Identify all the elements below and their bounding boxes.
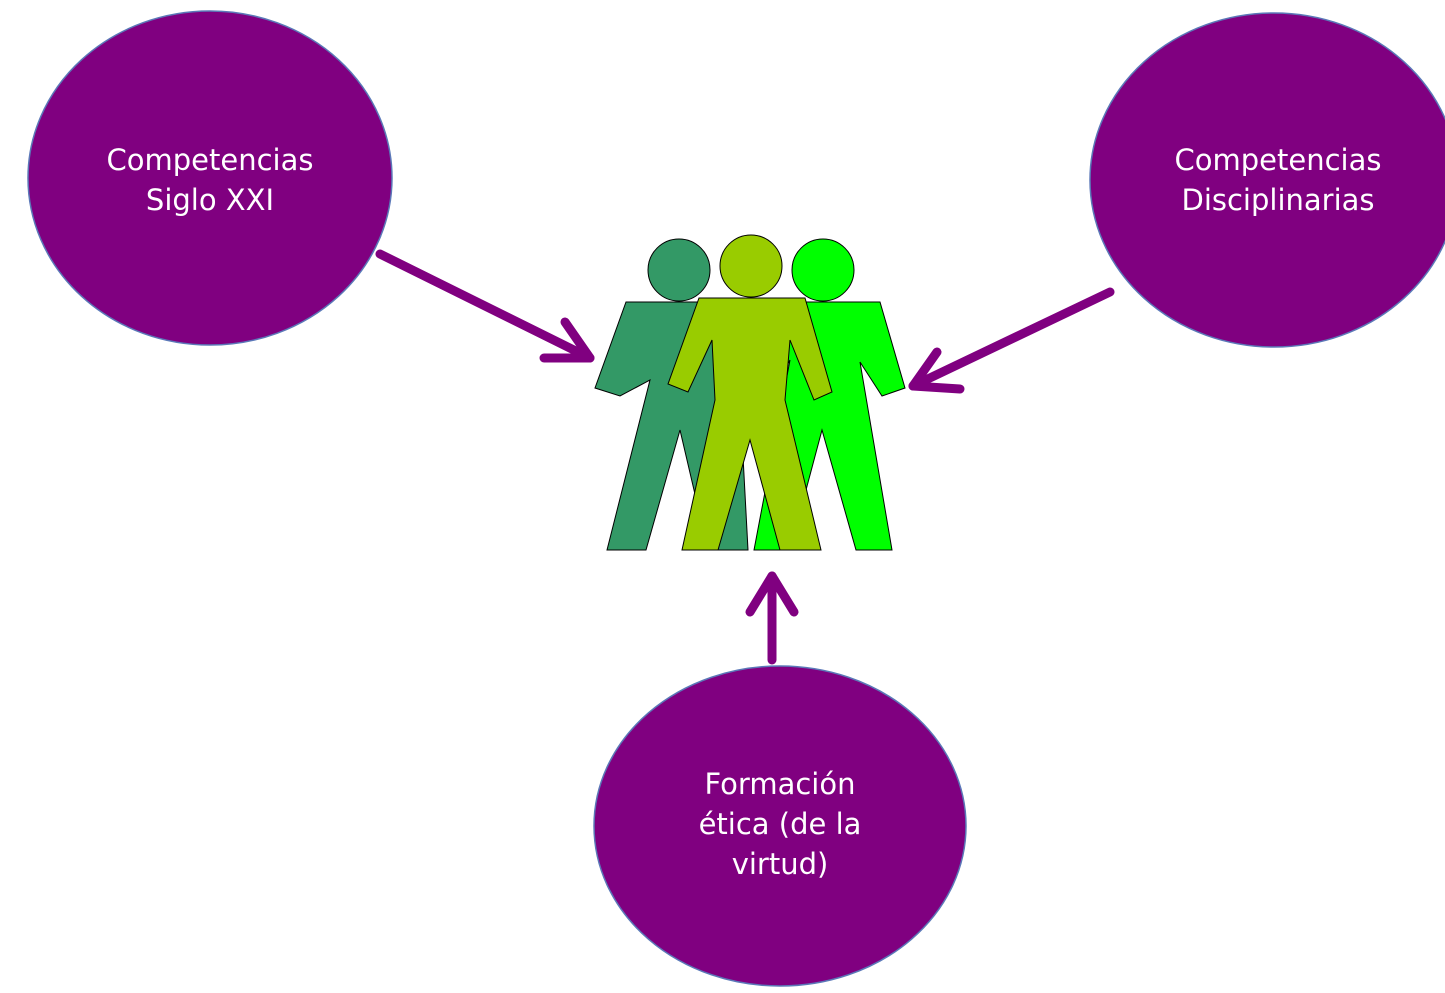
- node-circle-right: [1089, 12, 1445, 348]
- node-label-bottom-line3: virtud): [731, 847, 829, 881]
- arrow-right-to-center: [908, 287, 1115, 394]
- node-label-left-line2: Siglo XXI: [145, 183, 275, 217]
- node-label-bottom-line1: Formación: [704, 767, 856, 801]
- node-label-right: Competencias Disciplinarias: [1148, 140, 1408, 220]
- node-label-bottom: Formación ética (de la virtud): [650, 764, 910, 884]
- arrow-bottom-to-center: [745, 571, 799, 665]
- arrow-left-to-center: [375, 249, 595, 363]
- node-label-bottom-line2: ética (de la: [698, 807, 862, 841]
- node-circle-left: [27, 10, 393, 346]
- node-label-right-line2: Disciplinarias: [1181, 183, 1375, 217]
- node-circle-bottom: [593, 665, 967, 987]
- node-label-left: Competencias Siglo XXI: [80, 140, 340, 220]
- group-of-three-people-icon: [594, 234, 906, 551]
- node-label-left-line1: Competencias: [106, 143, 314, 177]
- person-olive-green-icon: [667, 234, 833, 551]
- node-label-right-line1: Competencias: [1174, 143, 1382, 177]
